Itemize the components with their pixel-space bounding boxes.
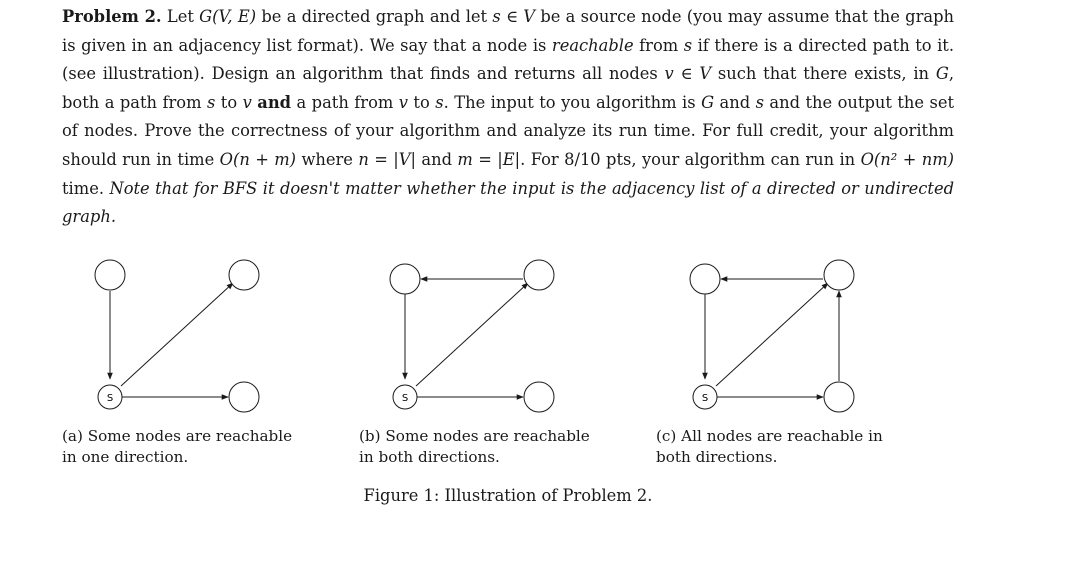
math-expression: O(n² + nm)	[860, 149, 955, 169]
problem-heading: Problem 2.	[62, 7, 162, 26]
node-s-label: S	[402, 393, 408, 404]
node-s-c	[692, 384, 718, 410]
problem-text: Let	[161, 7, 200, 26]
node-c-top-left	[689, 263, 721, 295]
problem-text: and the output the set of nodes. Prove t…	[62, 92, 955, 169]
math-expression: v ∈ V	[664, 64, 712, 84]
problem-text: if there is a directed path to it. (see …	[62, 35, 955, 84]
node-a-top-left	[94, 259, 126, 291]
caption-a-line2: in one direction.	[62, 448, 189, 466]
caption-b-line1: (b) Some nodes are reachable	[359, 427, 590, 445]
problem-text: such that there exists, in	[711, 64, 936, 84]
node-s-b	[392, 384, 418, 410]
graph-a: S	[94, 259, 260, 413]
math-expression: v	[242, 92, 252, 112]
node-s-label: S	[702, 393, 708, 404]
node-a-top-right	[228, 259, 260, 291]
caption-c-line2: both directions.	[656, 448, 778, 466]
bold-term: and	[257, 92, 292, 112]
problem-text: where	[296, 149, 359, 169]
problem-text: from	[633, 35, 684, 55]
figure-c: S	[685, 253, 865, 418]
math-expression: s	[206, 92, 216, 112]
caption-c-line1: (c) All nodes are reachable in	[656, 427, 883, 445]
caption-b: (b) Some nodes are reachable in both dir…	[359, 426, 590, 468]
math-expression: O(n + m)	[219, 149, 297, 169]
problem-text: to	[407, 92, 436, 112]
graph-b: S	[389, 259, 555, 413]
math-expression: s	[683, 35, 693, 55]
node-b-bottom-right	[523, 381, 555, 413]
caption-b-line2: in both directions.	[359, 448, 500, 466]
math-expression: s	[755, 92, 764, 112]
problem-note: Note that for BFS it doesn't matter whet…	[62, 178, 954, 227]
math-expression: n = |V|	[358, 149, 416, 169]
figure-caption: Figure 1: Illustration of Problem 2.	[363, 486, 653, 505]
figure-b: S	[385, 253, 565, 418]
problem-text: . The input to you algorithm is	[443, 92, 702, 112]
edge-b-s-to-topright	[415, 282, 529, 387]
problem-text: a path from	[291, 92, 399, 112]
edge-a-s-to-topright	[120, 282, 234, 387]
node-b-top-left	[389, 263, 421, 295]
emphasized-term: reachable	[551, 35, 634, 55]
math-expression: G	[935, 64, 949, 84]
problem-statement: Problem 2. Let G(V, E) be a directed gra…	[62, 3, 954, 232]
caption-a: (a) Some nodes are reachable in one dire…	[62, 426, 292, 468]
math-expression: G(V, E)	[199, 7, 257, 26]
figure-a: S	[90, 253, 270, 418]
caption-c: (c) All nodes are reachable in both dire…	[656, 426, 883, 468]
caption-a-line1: (a) Some nodes are reachable	[62, 427, 293, 445]
graph-c: S	[689, 259, 855, 413]
problem-text: . For 8/10 pts, your algorithm can run i…	[520, 149, 861, 169]
edge-c-s-to-topright	[715, 282, 829, 387]
node-c-bottom-right	[823, 381, 855, 413]
problem-text: and	[714, 92, 756, 112]
node-a-bottom-right	[228, 381, 260, 413]
node-c-top-right	[823, 259, 855, 291]
math-expression: v	[398, 92, 408, 112]
problem-text: to	[215, 92, 243, 112]
problem-text: time.	[62, 178, 110, 198]
node-s-label: S	[107, 393, 113, 404]
math-expression: G	[701, 92, 715, 112]
problem-text: be a directed graph and let	[256, 7, 493, 26]
problem-text: be a source node (you may assume that th…	[62, 7, 954, 55]
node-b-top-right	[523, 259, 555, 291]
node-s-a	[97, 384, 123, 410]
math-expression: s	[435, 92, 444, 112]
math-expression: m = |E|	[457, 149, 521, 169]
problem-text: and	[415, 149, 458, 169]
math-expression: s ∈ V	[492, 7, 536, 26]
problem-text: , both a path from	[62, 64, 955, 112]
